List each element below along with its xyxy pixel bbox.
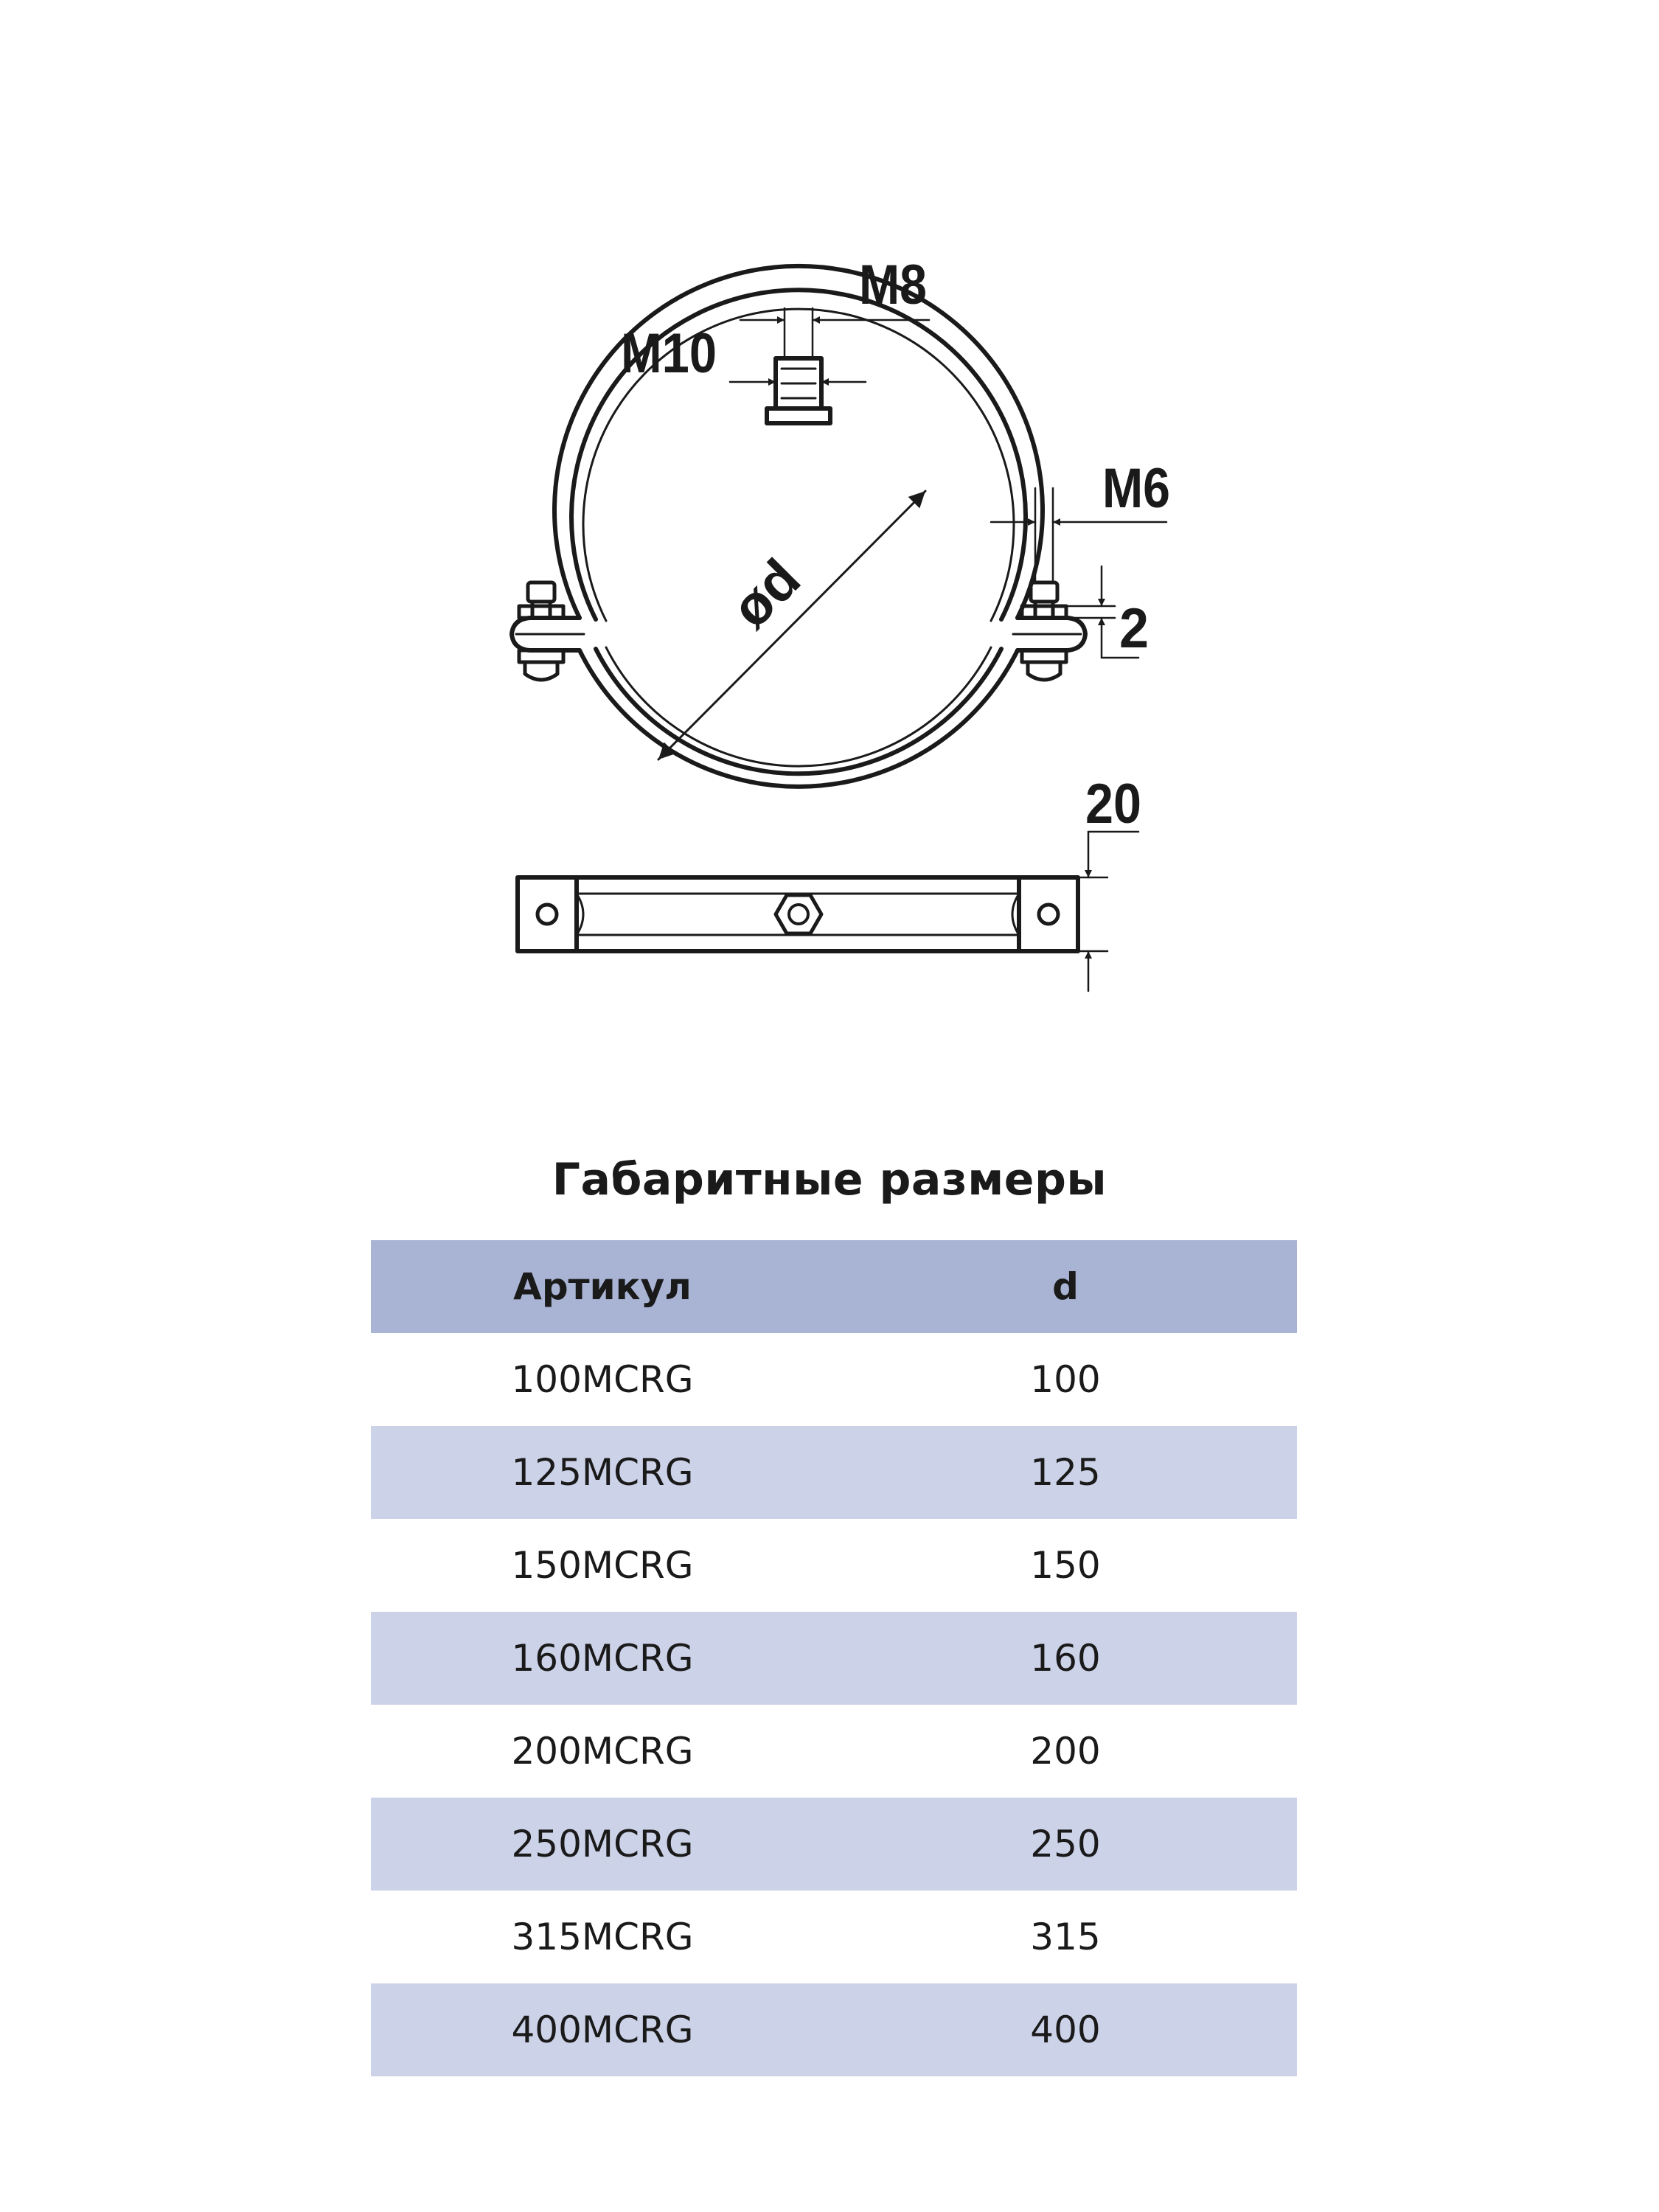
table-header-row: Артикул d xyxy=(371,1240,1297,1333)
cell-d: 160 xyxy=(1030,1637,1101,1680)
cell-d: 200 xyxy=(1030,1730,1101,1773)
label-thickness: 2 xyxy=(1119,597,1149,660)
label-m6: M6 xyxy=(1102,457,1170,520)
table-row: 250MCRG 250 xyxy=(371,1798,1297,1891)
cell-article: 160MCRG xyxy=(511,1637,694,1680)
cell-d: 125 xyxy=(1030,1451,1101,1494)
header-article: Артикул xyxy=(513,1265,692,1308)
cell-article: 315MCRG xyxy=(511,1916,694,1958)
label-diameter: ød xyxy=(720,547,813,640)
right-ear-bolt xyxy=(1012,580,1088,682)
table-title: Габаритные размеры xyxy=(552,1154,1107,1206)
cell-article: 150MCRG xyxy=(511,1544,694,1587)
left-ear-bolt xyxy=(509,580,585,682)
m6-dimension xyxy=(990,487,1168,584)
table-row: 125MCRG 125 xyxy=(371,1426,1297,1519)
label-width: 20 xyxy=(1085,773,1141,835)
cell-article: 200MCRG xyxy=(511,1730,694,1773)
dimensions-table: Артикул d 100MCRG 100 125MCRG 125 150MCR… xyxy=(371,1240,1297,2076)
thickness-dimension xyxy=(1065,565,1140,659)
cell-d: 100 xyxy=(1030,1358,1101,1401)
table-row: 150MCRG 150 xyxy=(371,1519,1297,1612)
header-d: d xyxy=(1052,1265,1079,1308)
cell-d: 400 xyxy=(1030,2008,1101,2051)
width-dimension xyxy=(1077,830,1140,992)
table-row: 200MCRG 200 xyxy=(371,1705,1297,1798)
cell-d: 315 xyxy=(1030,1916,1101,1958)
cell-article: 100MCRG xyxy=(511,1358,694,1401)
label-m10: M10 xyxy=(621,322,717,385)
band-side-view xyxy=(515,875,1080,953)
cell-article: 250MCRG xyxy=(511,1823,694,1865)
table-row: 160MCRG 160 xyxy=(371,1612,1297,1705)
cell-article: 400MCRG xyxy=(511,2008,694,2051)
diameter-dimension-line xyxy=(657,490,927,761)
label-m8: M8 xyxy=(859,254,927,316)
table-row: 400MCRG 400 xyxy=(371,1983,1297,2076)
table-row: 315MCRG 315 xyxy=(371,1891,1297,1983)
clamp-technical-drawing: M8 M10 M6 ød 2 20 xyxy=(509,254,1170,992)
clamp-ring xyxy=(552,263,1045,789)
cell-d: 250 xyxy=(1030,1823,1101,1865)
cell-d: 150 xyxy=(1030,1544,1101,1587)
cell-article: 125MCRG xyxy=(511,1451,694,1494)
m8-m10-dimension xyxy=(728,307,931,400)
table-row: 100MCRG 100 xyxy=(371,1333,1297,1426)
